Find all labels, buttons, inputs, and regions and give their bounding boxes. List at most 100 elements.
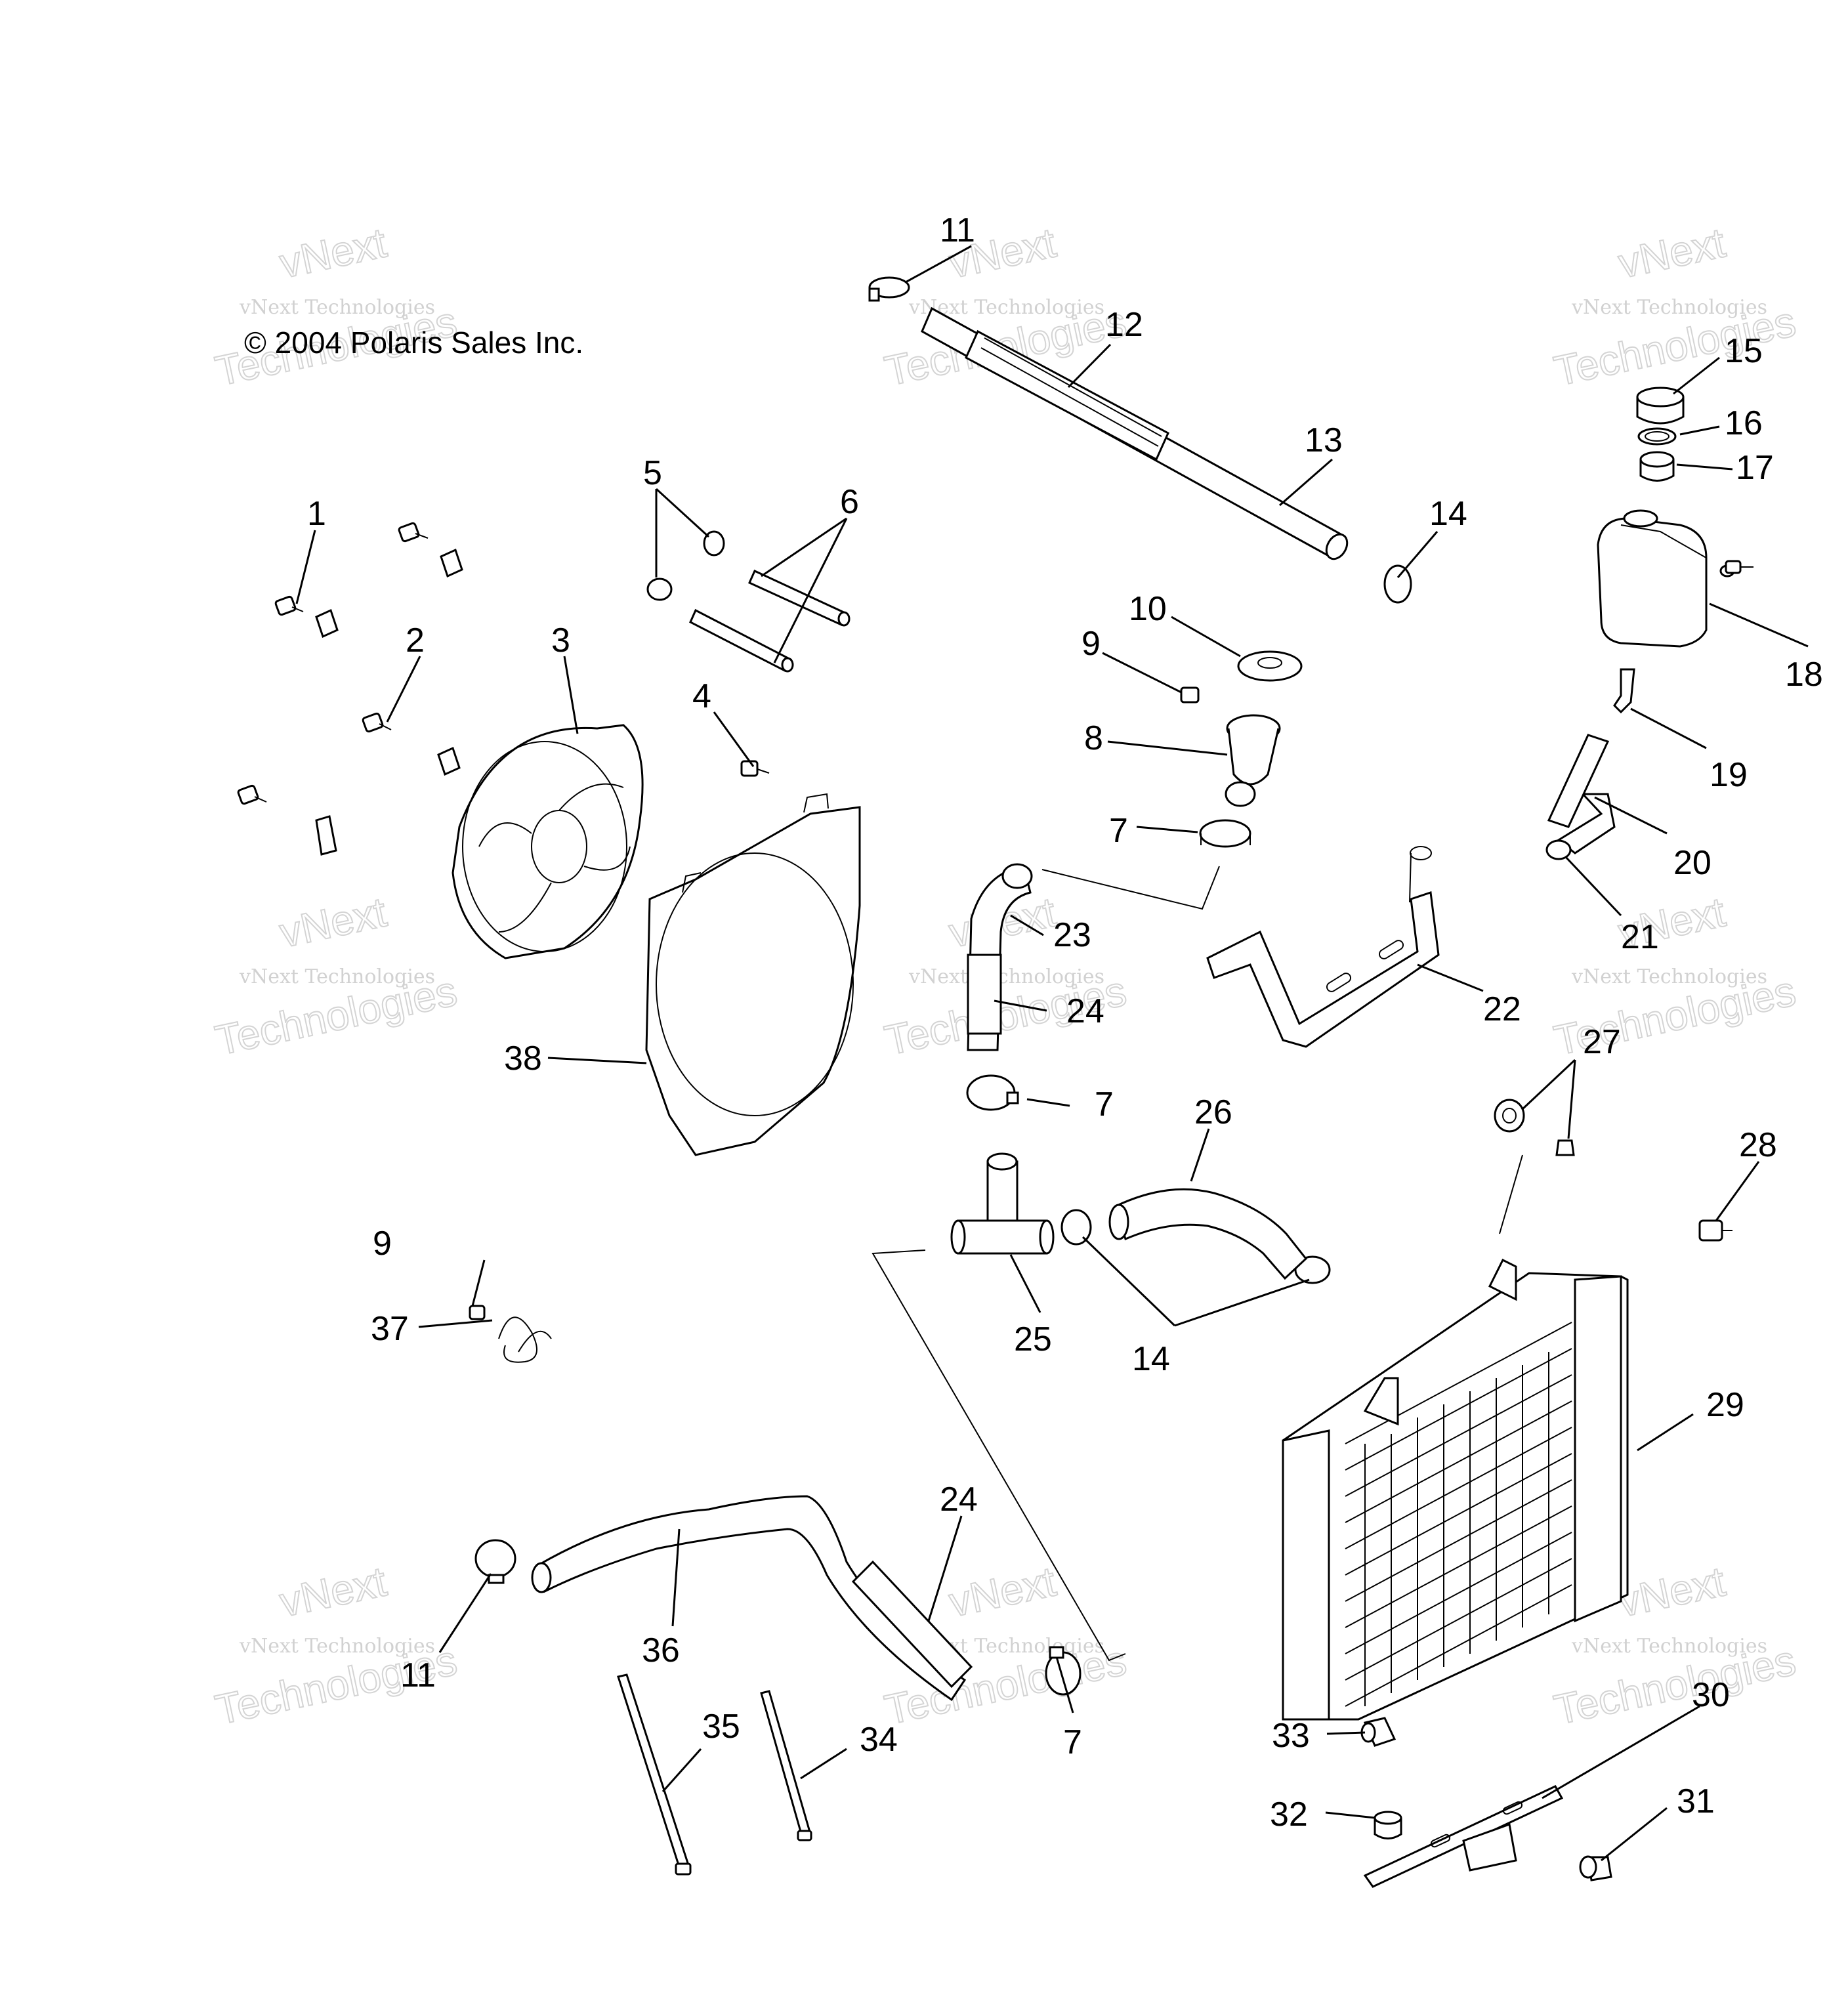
bolt [237, 784, 267, 805]
callout-4: 4 [692, 677, 711, 715]
part-16-seal [1637, 427, 1677, 446]
part-6-pin [689, 569, 850, 673]
parts [237, 276, 1754, 1888]
part-3-fan [452, 724, 644, 959]
nut-clip [315, 608, 339, 639]
callout-13: 13 [1305, 421, 1343, 459]
part-17-seal [1639, 451, 1675, 482]
callout-5: 5 [643, 454, 662, 492]
callout-7: 7 [1063, 1723, 1082, 1761]
callout-25: 25 [1014, 1320, 1052, 1358]
watermark-text: vNext [276, 1557, 390, 1626]
callout-37: 37 [371, 1310, 409, 1348]
part-34-rod [760, 1690, 812, 1841]
part-5-clamp [646, 530, 725, 601]
callout-28: 28 [1739, 1126, 1777, 1164]
part-24-hose-sleeve [851, 1560, 973, 1689]
part-32-nut [1374, 1811, 1402, 1839]
callout-labels: 1 2 3 4 5 6 7 7 7 8 9 9 10 11 11 12 13 1… [307, 211, 1823, 1834]
callout-15: 15 [1725, 332, 1763, 370]
part-28-bolt [1698, 1219, 1732, 1242]
callout-36: 36 [642, 1631, 680, 1670]
part-30-bracket [1363, 1785, 1564, 1888]
part-25-tee [950, 1152, 1055, 1255]
part-27-grommet [1494, 1099, 1575, 1156]
callout-27: 27 [1583, 1023, 1621, 1061]
callout-14: 14 [1132, 1340, 1170, 1378]
part-15-cap [1636, 387, 1685, 425]
callout-17: 17 [1736, 449, 1774, 487]
watermark-text: vNext Technologies [1571, 1635, 1767, 1658]
watermark-text: vNext [276, 888, 390, 956]
callout-24: 24 [1066, 992, 1104, 1030]
watermark-text: vNext Technologies [239, 296, 435, 319]
nut-clip [440, 548, 463, 578]
callout-7: 7 [1095, 1085, 1114, 1124]
callout-8: 8 [1084, 719, 1103, 757]
part-1-bolt [274, 595, 304, 616]
part-35-rod [617, 1673, 692, 1876]
callout-7: 7 [1109, 812, 1128, 850]
part-11-clamp [868, 276, 910, 302]
callout-24: 24 [940, 1480, 978, 1519]
part-14-clamp [1060, 1209, 1331, 1284]
callout-30: 30 [1692, 1676, 1730, 1714]
part-38-shroud [645, 793, 861, 1156]
callout-31: 31 [1677, 1782, 1715, 1820]
part-18-reservoir [1597, 509, 1735, 648]
callout-34: 34 [860, 1721, 898, 1759]
part-4-bolt [740, 760, 770, 777]
part-9-screw [1180, 686, 1200, 704]
part-8-filler-neck [1225, 714, 1281, 807]
bolt [398, 522, 429, 543]
part-11-clamp [474, 1539, 516, 1584]
watermark-text: vNext Technologies [908, 965, 1104, 988]
callout-26: 26 [1194, 1093, 1232, 1131]
copyright-text: © 2004 Polaris Sales Inc. [244, 326, 583, 360]
callout-2: 2 [406, 621, 425, 660]
watermark-text: vNext Technologies [239, 965, 435, 988]
callout-9: 9 [1082, 625, 1101, 663]
callout-11: 11 [940, 211, 975, 249]
callout-20: 20 [1673, 844, 1712, 882]
part-7-clamp [1199, 819, 1251, 848]
callout-9: 9 [373, 1225, 392, 1263]
callout-19: 19 [1710, 756, 1748, 794]
callout-32: 32 [1270, 1796, 1308, 1834]
part-31-bolt [1579, 1855, 1612, 1881]
part-33-sensor [1360, 1717, 1396, 1747]
callout-12: 12 [1105, 306, 1143, 344]
callout-22: 22 [1483, 990, 1521, 1028]
nut-clip [437, 746, 461, 776]
callout-21: 21 [1621, 918, 1659, 956]
callout-11: 11 [400, 1656, 436, 1694]
part-37-clip [498, 1316, 552, 1363]
watermark-text: vNext Technologies [1571, 296, 1767, 319]
watermark-text: vNext [1614, 219, 1729, 287]
leader-lines [295, 245, 1809, 1862]
part-21-clamp [1545, 839, 1572, 860]
part-12-hose-sleeve [965, 329, 1169, 461]
part-26-hose [1108, 1188, 1308, 1280]
callout-6: 6 [840, 483, 859, 521]
callout-1: 1 [307, 495, 326, 533]
watermark-text: vNext [276, 219, 390, 287]
part-36-hose [531, 1495, 967, 1702]
callout-38: 38 [504, 1040, 542, 1078]
part-24-hose-sleeve [967, 954, 1002, 1035]
callout-10: 10 [1129, 590, 1167, 628]
callout-3: 3 [551, 621, 570, 660]
part-7-clamp [1045, 1646, 1082, 1696]
part-7-clamp [966, 1074, 1019, 1111]
part-14-clamp [1383, 564, 1412, 604]
part-20-hose [1547, 734, 1616, 854]
part-9-screw [469, 1305, 486, 1320]
callout-23: 23 [1053, 916, 1091, 954]
part-2-bolt [362, 712, 392, 733]
watermark-text: vNext [1614, 1557, 1729, 1626]
bolt [1725, 560, 1754, 574]
callout-29: 29 [1706, 1386, 1744, 1424]
callout-35: 35 [702, 1708, 740, 1746]
part-10-cap [1237, 650, 1303, 682]
